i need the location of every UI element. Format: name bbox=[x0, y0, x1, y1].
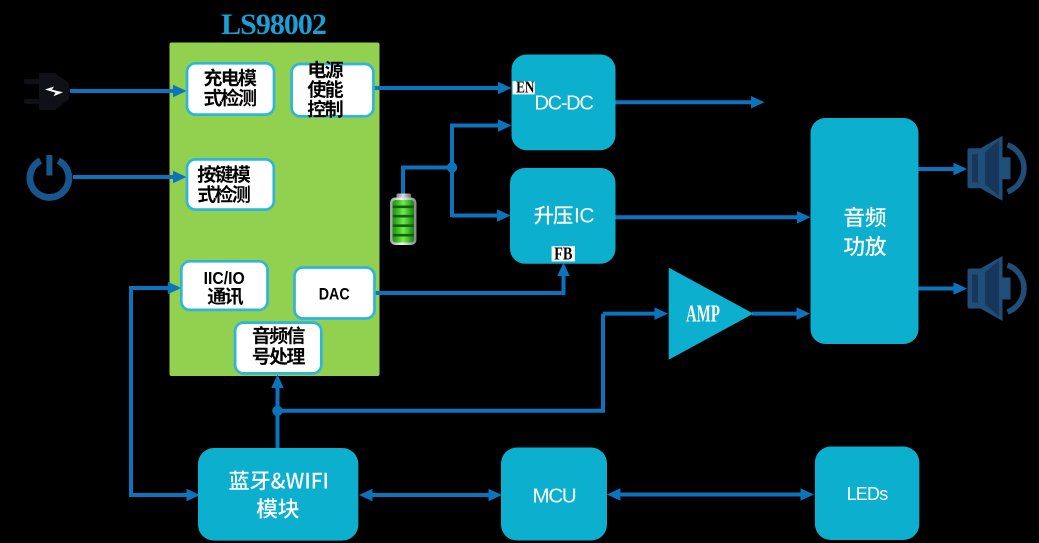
svg-text:MCU: MCU bbox=[532, 484, 575, 507]
svg-text:DAC: DAC bbox=[319, 285, 350, 303]
svg-text:EN: EN bbox=[516, 79, 535, 97]
svg-text:LS98002: LS98002 bbox=[221, 8, 326, 41]
svg-text:LEDs: LEDs bbox=[847, 484, 889, 504]
svg-text:AMP: AMP bbox=[686, 301, 720, 327]
svg-text:FB: FB bbox=[554, 243, 573, 264]
svg-text:IC: IC bbox=[574, 205, 594, 228]
svg-text:IIC/IO: IIC/IO bbox=[204, 268, 245, 288]
svg-text:DC-DC: DC-DC bbox=[535, 93, 594, 115]
